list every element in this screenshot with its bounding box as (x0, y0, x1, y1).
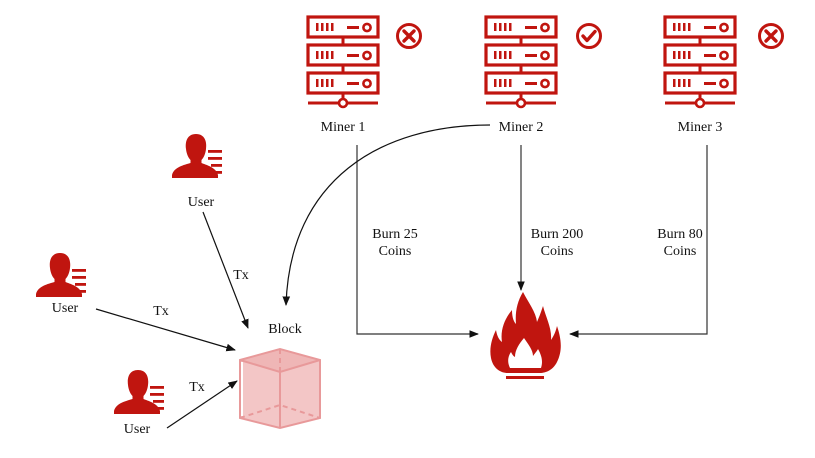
tx-label: Tx (189, 380, 205, 395)
server-icon-miner-1 (306, 15, 380, 109)
burn-unit-text: Coins (663, 244, 697, 259)
burn-unit-text: Coins (540, 244, 574, 259)
block-cube-icon (239, 347, 321, 430)
user-label: User (187, 195, 215, 210)
miner-3-label: Miner 3 (677, 120, 723, 135)
burn-amount-text: Burn 80 (657, 227, 703, 242)
x-circle-icon (395, 22, 423, 50)
burn-label-miner-3: Burn 80 Coins (640, 226, 720, 260)
burn-amount-text: Burn 25 (372, 227, 418, 242)
tx-edge-user-1 (202, 211, 249, 329)
block-proposal-edge (282, 124, 491, 306)
server-icon-miner-2 (484, 15, 558, 109)
tx-edge-user-2 (95, 308, 236, 352)
fire-icon (490, 292, 561, 379)
user-icon (36, 253, 86, 297)
tx-edge-user-3 (166, 380, 238, 429)
tx-label: Tx (153, 304, 169, 319)
burn-edge-miner-3 (569, 145, 708, 338)
user-label: User (51, 301, 79, 316)
burn-amount-text: Burn 200 (530, 227, 584, 242)
server-icon-miner-3 (663, 15, 737, 109)
user-icon (114, 370, 164, 414)
user-icon (172, 134, 222, 178)
burn-unit-text: Coins (378, 244, 412, 259)
burn-label-miner-1: Burn 25 Coins (355, 226, 435, 260)
burn-edge-miner-1 (356, 145, 479, 338)
x-circle-icon (757, 22, 785, 50)
tx-label: Tx (233, 268, 249, 283)
user-label: User (123, 422, 151, 437)
miner-2-label: Miner 2 (498, 120, 544, 135)
block-label: Block (268, 322, 302, 337)
burn-label-miner-2: Burn 200 Coins (517, 226, 597, 260)
miner-1-label: Miner 1 (320, 120, 366, 135)
check-circle-icon (575, 22, 603, 50)
